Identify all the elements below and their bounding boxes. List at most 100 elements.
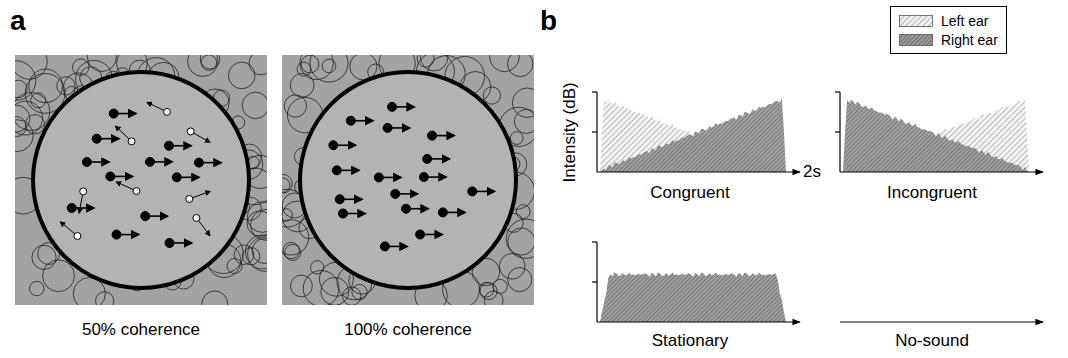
mask-circle [228,62,255,89]
noise-dot [74,232,81,239]
chart-axes [592,92,800,172]
panel-letter: b [540,6,557,37]
chart-axes [840,322,1043,323]
chart-axes [592,242,800,322]
mask-circle [516,205,530,219]
signal-dot [106,172,115,181]
right-ear-intensity [600,272,786,322]
legend-swatch [899,34,933,46]
mask-circle [510,132,523,145]
mask-circle [30,281,44,295]
mask-circle [245,235,267,269]
mask-circle [282,174,292,193]
mask-circle [514,109,534,133]
signal-dot [164,141,173,150]
axis-title: Intensity (dB) [561,82,580,182]
background-square [282,55,534,305]
signal-dot [145,157,154,166]
mask-circle [417,55,434,67]
signal-dot [92,134,101,143]
signal-dot [468,187,477,196]
mask-circle [242,92,267,119]
mask-circle [31,93,46,108]
signal-dot [428,131,437,140]
legend-label: Left ear [941,13,988,29]
left-ear-intensity [600,272,786,322]
noise-dot [164,108,171,115]
legend-box: Left earRight ear [890,6,1007,54]
mask-circle [15,61,36,100]
signal-dot [338,209,347,218]
mask-circle [252,238,267,263]
noise-dot [133,188,140,195]
noise-dot [186,195,193,202]
signal-dot [109,109,118,118]
mask-circle [25,115,44,134]
stimulus-panel: 100% coherence [282,55,534,340]
mask-circle [248,237,267,271]
legend-swatch [899,15,933,27]
signal-dot [82,158,91,167]
panel-letter: a [10,6,26,37]
mask-circle [202,291,228,305]
mask-circle [310,55,348,82]
mask-circle [29,69,63,103]
signal-dot [332,166,341,175]
signal-dot [423,154,432,163]
aperture-square [0,42,282,316]
mask-circle [285,244,301,260]
right-ear-intensity [600,98,786,172]
signal-dot [335,195,344,204]
condition-label: Congruent [650,184,729,203]
condition-label: Incongruent [887,184,977,203]
stimulus-panel: 50% coherence [15,55,267,340]
mask-circle [282,209,292,221]
mask-circle [291,275,313,297]
left-ear-intensity [843,98,1029,172]
signal-dot [141,212,150,221]
legend-row: Right ear [899,30,998,49]
axis-label: 2s [803,163,821,182]
background-square [15,55,267,305]
signal-dot [194,158,203,167]
legend-row: Left ear [899,11,998,30]
mask-circle [300,55,333,80]
noise-dot [193,214,200,221]
noise-dot [128,138,135,145]
aperture-square [268,42,545,312]
signal-dot [112,230,121,239]
signal-dot [438,208,447,217]
signal-dot [346,116,355,125]
right-ear-intensity [843,100,1029,172]
signal-dot [391,189,400,198]
mask-circle [200,55,220,69]
panel-caption: 100% coherence [282,321,534,340]
signal-dot [419,173,428,182]
noise-dot [80,188,87,195]
condition-label: Stationary [652,332,729,351]
signal-dot [416,230,425,239]
panel-caption: 50% coherence [15,321,267,340]
signal-dot [329,141,338,150]
mask-circle [290,73,314,97]
mask-circle [490,55,520,72]
mask-circle [352,284,367,299]
condition-label: No-sound [895,332,969,351]
signal-dot [165,238,174,247]
signal-dot [388,102,397,111]
aperture-circle [33,72,249,288]
mask-circle [32,245,56,269]
mask-circle [15,55,47,79]
signal-dot [383,123,392,132]
mask-circle [249,55,267,75]
mask-circle [311,261,324,274]
chart-axes [835,92,1043,172]
mask-circle [483,87,500,104]
mask-circle [15,120,33,152]
mask-circle [247,202,267,233]
mask-circle [506,219,534,258]
noise-dot [187,128,194,135]
signal-dot [172,173,181,182]
mask-circle [15,93,50,131]
mask-circle [322,59,336,73]
